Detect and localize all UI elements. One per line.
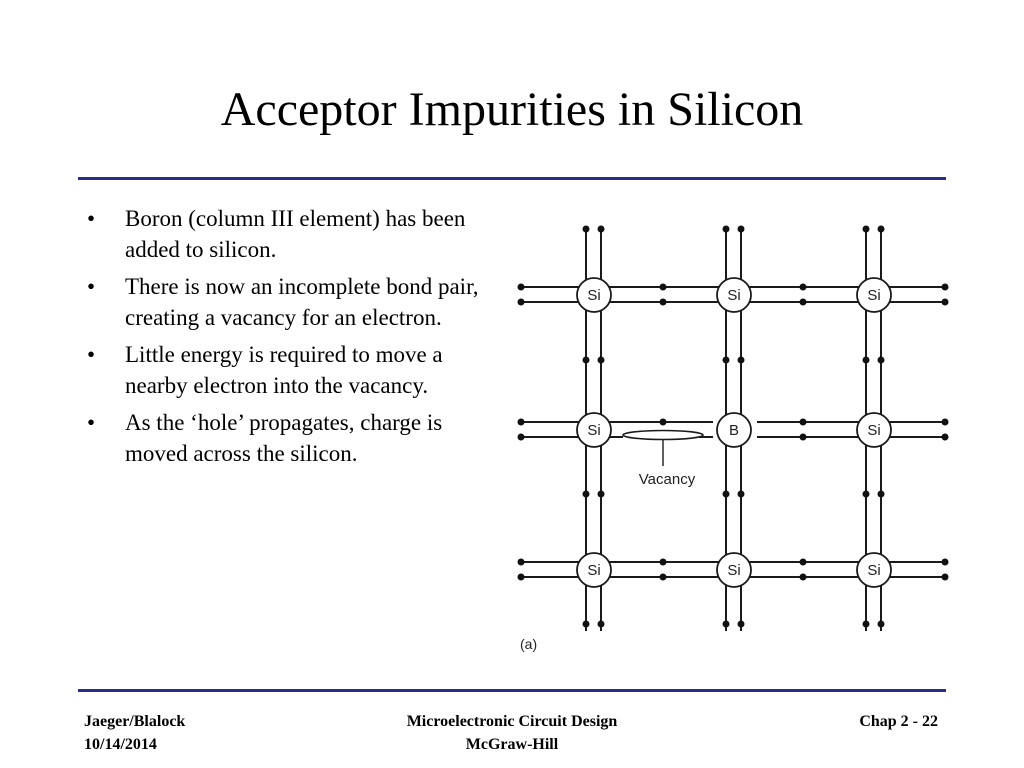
bullet-item: • Little energy is required to move a nea…: [87, 339, 497, 401]
footer-course: Microelectronic Circuit Design: [406, 713, 618, 730]
footer-authors: Jaeger/Blalock: [84, 713, 186, 730]
atom-label: Si: [587, 422, 600, 439]
top-divider: [78, 177, 946, 180]
bullet-marker: •: [87, 410, 96, 435]
silicon-lattice-diagram: Vacancy Si Si Si Si B Si Si Si Si (a): [517, 225, 949, 652]
footer-date: 10/14/2014: [84, 736, 157, 753]
bullet-item: • Boron (column III element) has been add…: [87, 203, 497, 265]
vacancy-ellipse: [622, 429, 704, 441]
bullet-text: Boron (column III element) has been adde…: [125, 206, 466, 262]
bullet-marker: •: [87, 342, 96, 367]
bottom-divider: [78, 689, 946, 692]
bullet-text: There is now an incomplete bond pair, cr…: [125, 274, 479, 330]
footer-left: Jaeger/Blalock 10/14/2014: [84, 710, 185, 756]
footer-page-number: Chap 2 - 22: [859, 713, 938, 730]
footer-publisher: McGraw-Hill: [465, 736, 559, 753]
atom-label: Si: [867, 562, 880, 579]
figure-caption: (a): [520, 636, 537, 652]
atom-label: Si: [867, 422, 880, 439]
bullet-item: • As the ‘hole’ propagates, charge is mov…: [87, 407, 497, 469]
vacancy-label: Vacancy: [639, 471, 696, 488]
boron-atom-label: B: [729, 422, 739, 439]
atom-label: Si: [587, 287, 600, 304]
atom-label: Si: [727, 287, 740, 304]
slide-title: Acceptor Impurities in Silicon: [220, 83, 804, 136]
bullet-marker: •: [87, 274, 96, 299]
bullet-text: Little energy is required to move a near…: [125, 342, 443, 398]
bullet-list: • Boron (column III element) has been add…: [87, 203, 497, 475]
bullet-marker: •: [87, 206, 96, 231]
atom-label: Si: [587, 562, 600, 579]
atom-label: Si: [867, 287, 880, 304]
atom-label: Si: [727, 562, 740, 579]
bullet-item: • There is now an incomplete bond pair, c…: [87, 271, 497, 333]
bullet-text: As the ‘hole’ propagates, charge is move…: [125, 410, 443, 466]
footer-center: Microelectronic Circuit Design McGraw-Hi…: [362, 710, 662, 756]
